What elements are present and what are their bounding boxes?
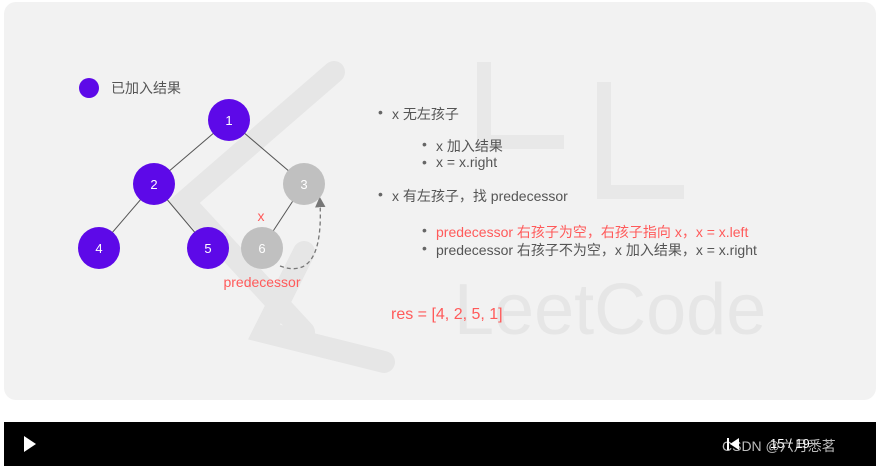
bullet-no-left-child: x 无左孩子 — [378, 104, 459, 124]
node-label: 3 — [300, 177, 307, 192]
watermark-credit: CSDN @六月悉茗 — [722, 438, 836, 454]
bullet-pred-right-empty: predecessor 右孩子为空，右孩子指向 x，x = x.left — [422, 222, 748, 242]
tree-node-2: 2 — [133, 163, 175, 205]
tree-node-5: 5 — [187, 227, 229, 269]
play-button[interactable] — [24, 436, 36, 452]
page-indicator: 15 / 19 — [770, 436, 810, 451]
bullet-has-left-child: x 有左孩子，找 predecessor — [378, 186, 568, 206]
bullet-pred-right-not-empty: predecessor 右孩子不为空，x 加入结果，x = x.right — [422, 240, 757, 260]
node-label: 6 — [258, 241, 265, 256]
previous-icon[interactable] — [726, 437, 740, 451]
binary-tree: 1 2 3 4 5 6 x predecessor — [78, 99, 326, 290]
predecessor-thread-arrow — [279, 196, 326, 270]
bullet-add-result: x 加入结果 — [422, 136, 503, 156]
bullet-go-right: x = x.right — [422, 154, 497, 170]
node-label: 4 — [95, 241, 102, 256]
player-bar: CSDN @六月悉茗 15 / 19 — [4, 422, 876, 466]
node-label: 1 — [225, 113, 232, 128]
leetcode-watermark: LeetCode — [168, 61, 766, 373]
tree-node-4: 4 — [78, 227, 120, 269]
node-label: 2 — [150, 177, 157, 192]
tree-node-6: 6 — [241, 227, 283, 269]
predecessor-label: predecessor — [223, 274, 300, 290]
tree-node-3: 3 — [283, 163, 325, 205]
current-x-label: x — [258, 208, 265, 224]
result-text: res = [4, 2, 5, 1] — [391, 306, 503, 323]
node-label: 5 — [204, 241, 211, 256]
slide: LeetCode 已加入结果 1 2 3 — [4, 2, 876, 400]
legend-label: 已加入结果 — [111, 80, 181, 96]
tree-node-1: 1 — [208, 99, 250, 141]
svg-text:LeetCode: LeetCode — [454, 270, 766, 350]
legend: 已加入结果 — [79, 78, 181, 98]
legend-dot — [79, 78, 99, 98]
